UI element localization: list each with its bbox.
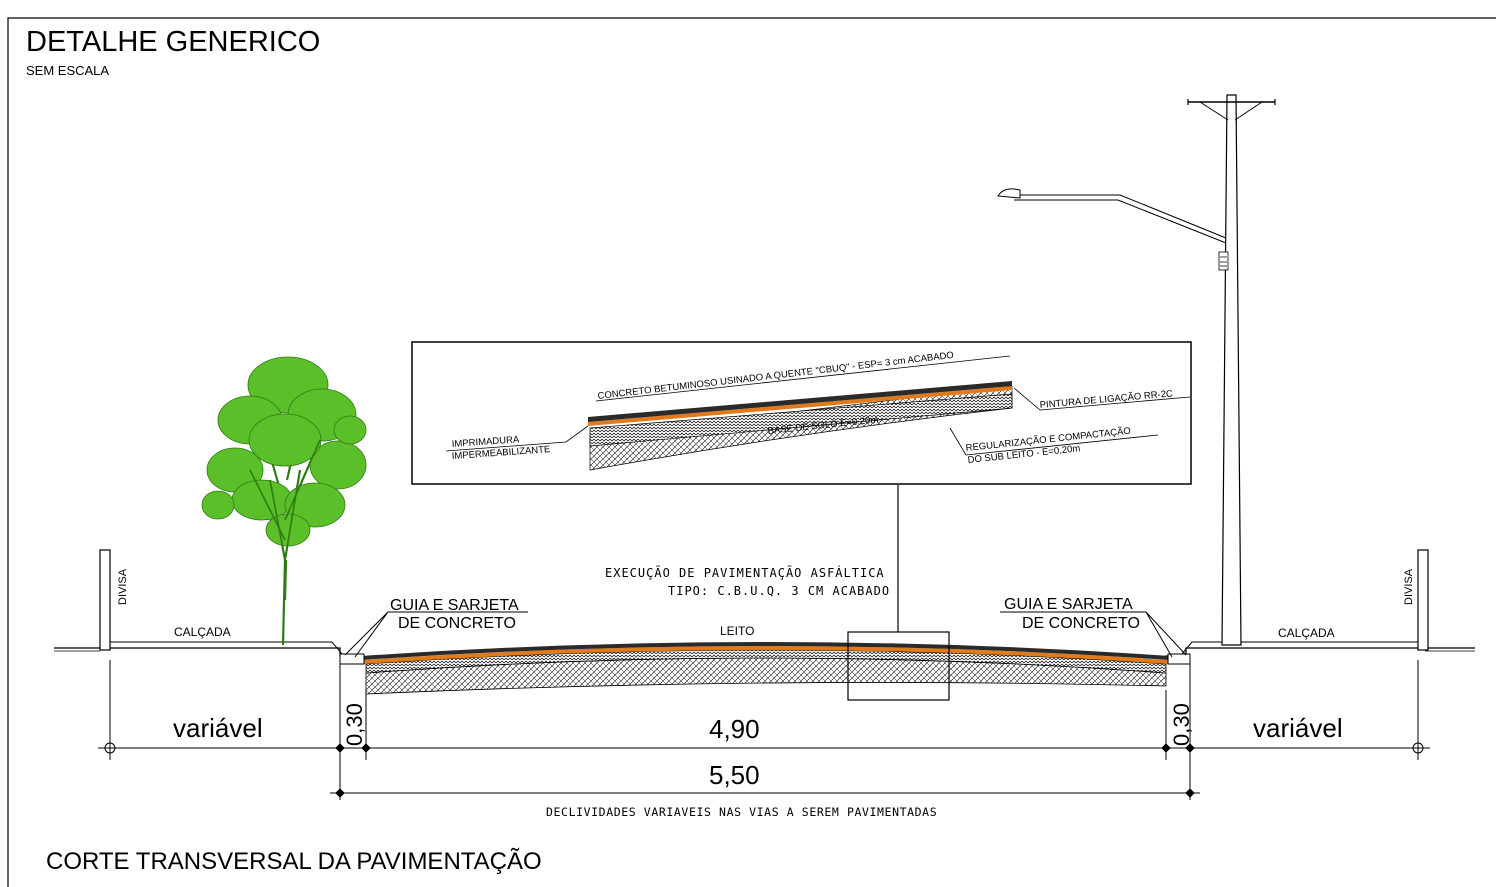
dimension-ticks: [104, 742, 1424, 798]
tack-coat-layer: [364, 646, 1168, 664]
divisa-wall-left: [99, 549, 111, 651]
drawing-title: DETALHE GENERICO: [26, 26, 320, 58]
guia-callout-right: GUIA E SARJETA DE CONCRETO: [1000, 596, 1187, 658]
section-title: CORTE TRANSVERSAL DA PAVIMENTAÇÃO: [46, 848, 542, 875]
guia-callout-left: GUIA E SARJETA DE CONCRETO: [344, 597, 528, 658]
calcada-label-left: CALÇADA: [174, 625, 231, 639]
street-light-pole-icon: [997, 94, 1276, 646]
dim-guia-left: 0,30: [342, 703, 367, 746]
execucao-line-2: TIPO: C.B.U.Q. 3 CM ACABADO: [668, 584, 890, 598]
tree-icon: [201, 356, 367, 646]
dim-note: DECLIVIDADES VARIAVEIS NAS VIAS A SEREM …: [546, 805, 937, 819]
curb-right: [1167, 653, 1191, 665]
execucao-line-1: EXECUÇÃO DE PAVIMENTAÇÃO ASFÁLTICA: [605, 565, 885, 580]
dim-variavel-left: variável: [173, 713, 263, 743]
curb-left: [339, 653, 365, 665]
sheet-border: [7, 17, 1496, 887]
guia-label-right-2: DE CONCRETO: [1022, 615, 1140, 632]
scale-note: SEM ESCALA: [26, 63, 109, 78]
detail-layers: [588, 381, 1013, 471]
dim-total-width: 5,50: [709, 760, 760, 790]
dim-leito-width: 4,90: [709, 714, 760, 744]
base-layer: [365, 649, 1167, 674]
guia-label-left-2: DE CONCRETO: [398, 615, 516, 632]
leito-label: LEITO: [720, 624, 754, 638]
dim-variavel-right: variável: [1253, 713, 1343, 743]
divisa-label-left: DIVISA: [117, 568, 129, 605]
imprimadura-label-1: IMPRIMADURA: [451, 434, 520, 450]
dimension-lines: [98, 660, 1430, 800]
divisa-label-right: DIVISA: [1403, 568, 1415, 605]
divisa-wall-right: [1417, 549, 1429, 651]
dim-guia-right: 0,30: [1169, 703, 1194, 746]
guia-label-left-1: GUIA E SARJETA: [390, 597, 519, 614]
asphalt-layer: [362, 642, 1170, 660]
calcada-label-right: CALÇADA: [1278, 626, 1335, 640]
guia-label-right-1: GUIA E SARJETA: [1004, 596, 1133, 613]
